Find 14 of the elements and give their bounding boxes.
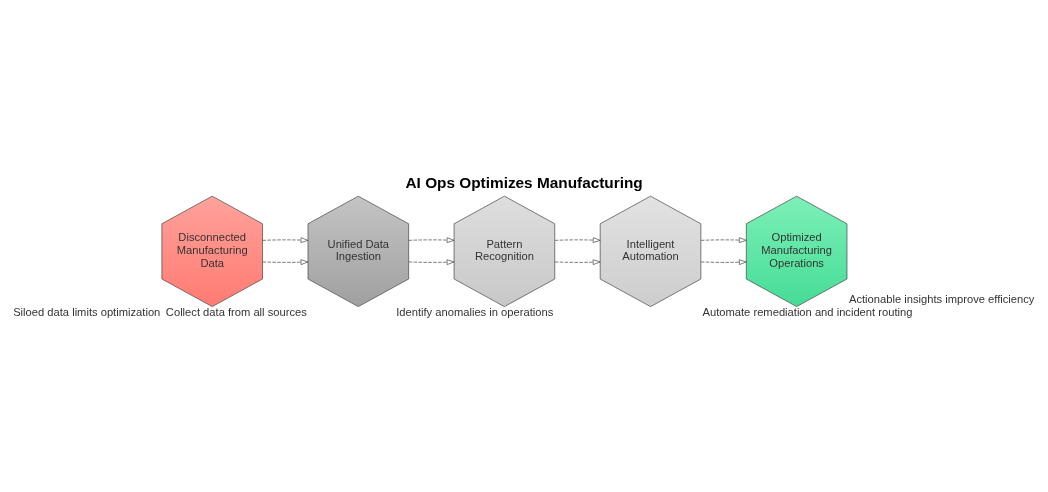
arrow bbox=[408, 236, 455, 243]
arrow bbox=[700, 236, 747, 243]
node-label: Actionable insights improve efficiency bbox=[848, 292, 1035, 305]
node-label: Automate remediation and incident routing bbox=[702, 305, 913, 318]
arrow bbox=[554, 258, 601, 265]
arrow bbox=[554, 236, 601, 243]
diagram-title: AI Ops Optimizes Manufacturing bbox=[405, 173, 643, 191]
node-label: Siloed data limits optimization bbox=[13, 305, 161, 318]
arrow bbox=[262, 258, 309, 265]
arrow bbox=[408, 258, 455, 265]
node-label: Identify anomalies in operations bbox=[396, 305, 554, 318]
arrow bbox=[700, 258, 747, 265]
node-label: Collect data from all sources bbox=[165, 305, 307, 318]
arrow bbox=[262, 236, 309, 243]
